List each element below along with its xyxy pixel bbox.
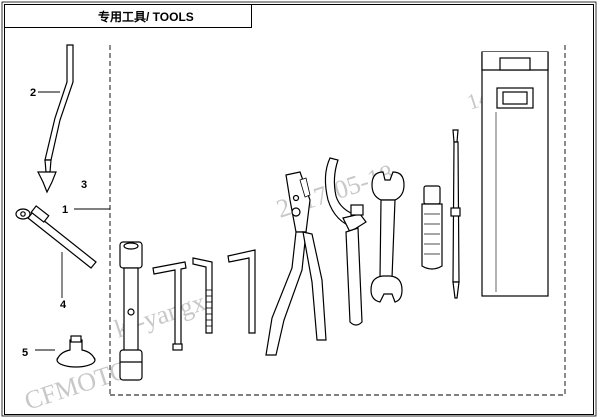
box-wrench-tool bbox=[119, 241, 143, 381]
watermark: CFMOTO kf-yangx 2017-05-18 14:21:18 bbox=[21, 67, 546, 416]
callout-2: 2 bbox=[30, 87, 36, 99]
callout-leaders bbox=[35, 91, 63, 351]
hex-key-large bbox=[152, 261, 187, 351]
t-handle-rod-tool bbox=[15, 205, 97, 269]
group-lines bbox=[109, 45, 566, 396]
callout-4: 4 bbox=[60, 299, 67, 311]
screwdriver-shaft-tool bbox=[450, 129, 461, 299]
open-end-wrench-tool bbox=[370, 171, 405, 303]
pliers-tool bbox=[265, 171, 327, 356]
hex-key-medium bbox=[192, 257, 213, 334]
hook-spanner-tool bbox=[324, 157, 367, 326]
callout-5: 5 bbox=[22, 347, 28, 359]
handle-grip-tool bbox=[421, 185, 443, 270]
callout-1: 1 bbox=[62, 204, 68, 216]
callout-3: 3 bbox=[81, 179, 87, 191]
hex-key-small bbox=[227, 249, 256, 334]
funnel-tool bbox=[56, 335, 96, 368]
tool-pouch bbox=[481, 51, 549, 297]
page-title: 专用工具/ TOOLS bbox=[98, 9, 194, 24]
bent-rod-tool bbox=[37, 44, 74, 194]
